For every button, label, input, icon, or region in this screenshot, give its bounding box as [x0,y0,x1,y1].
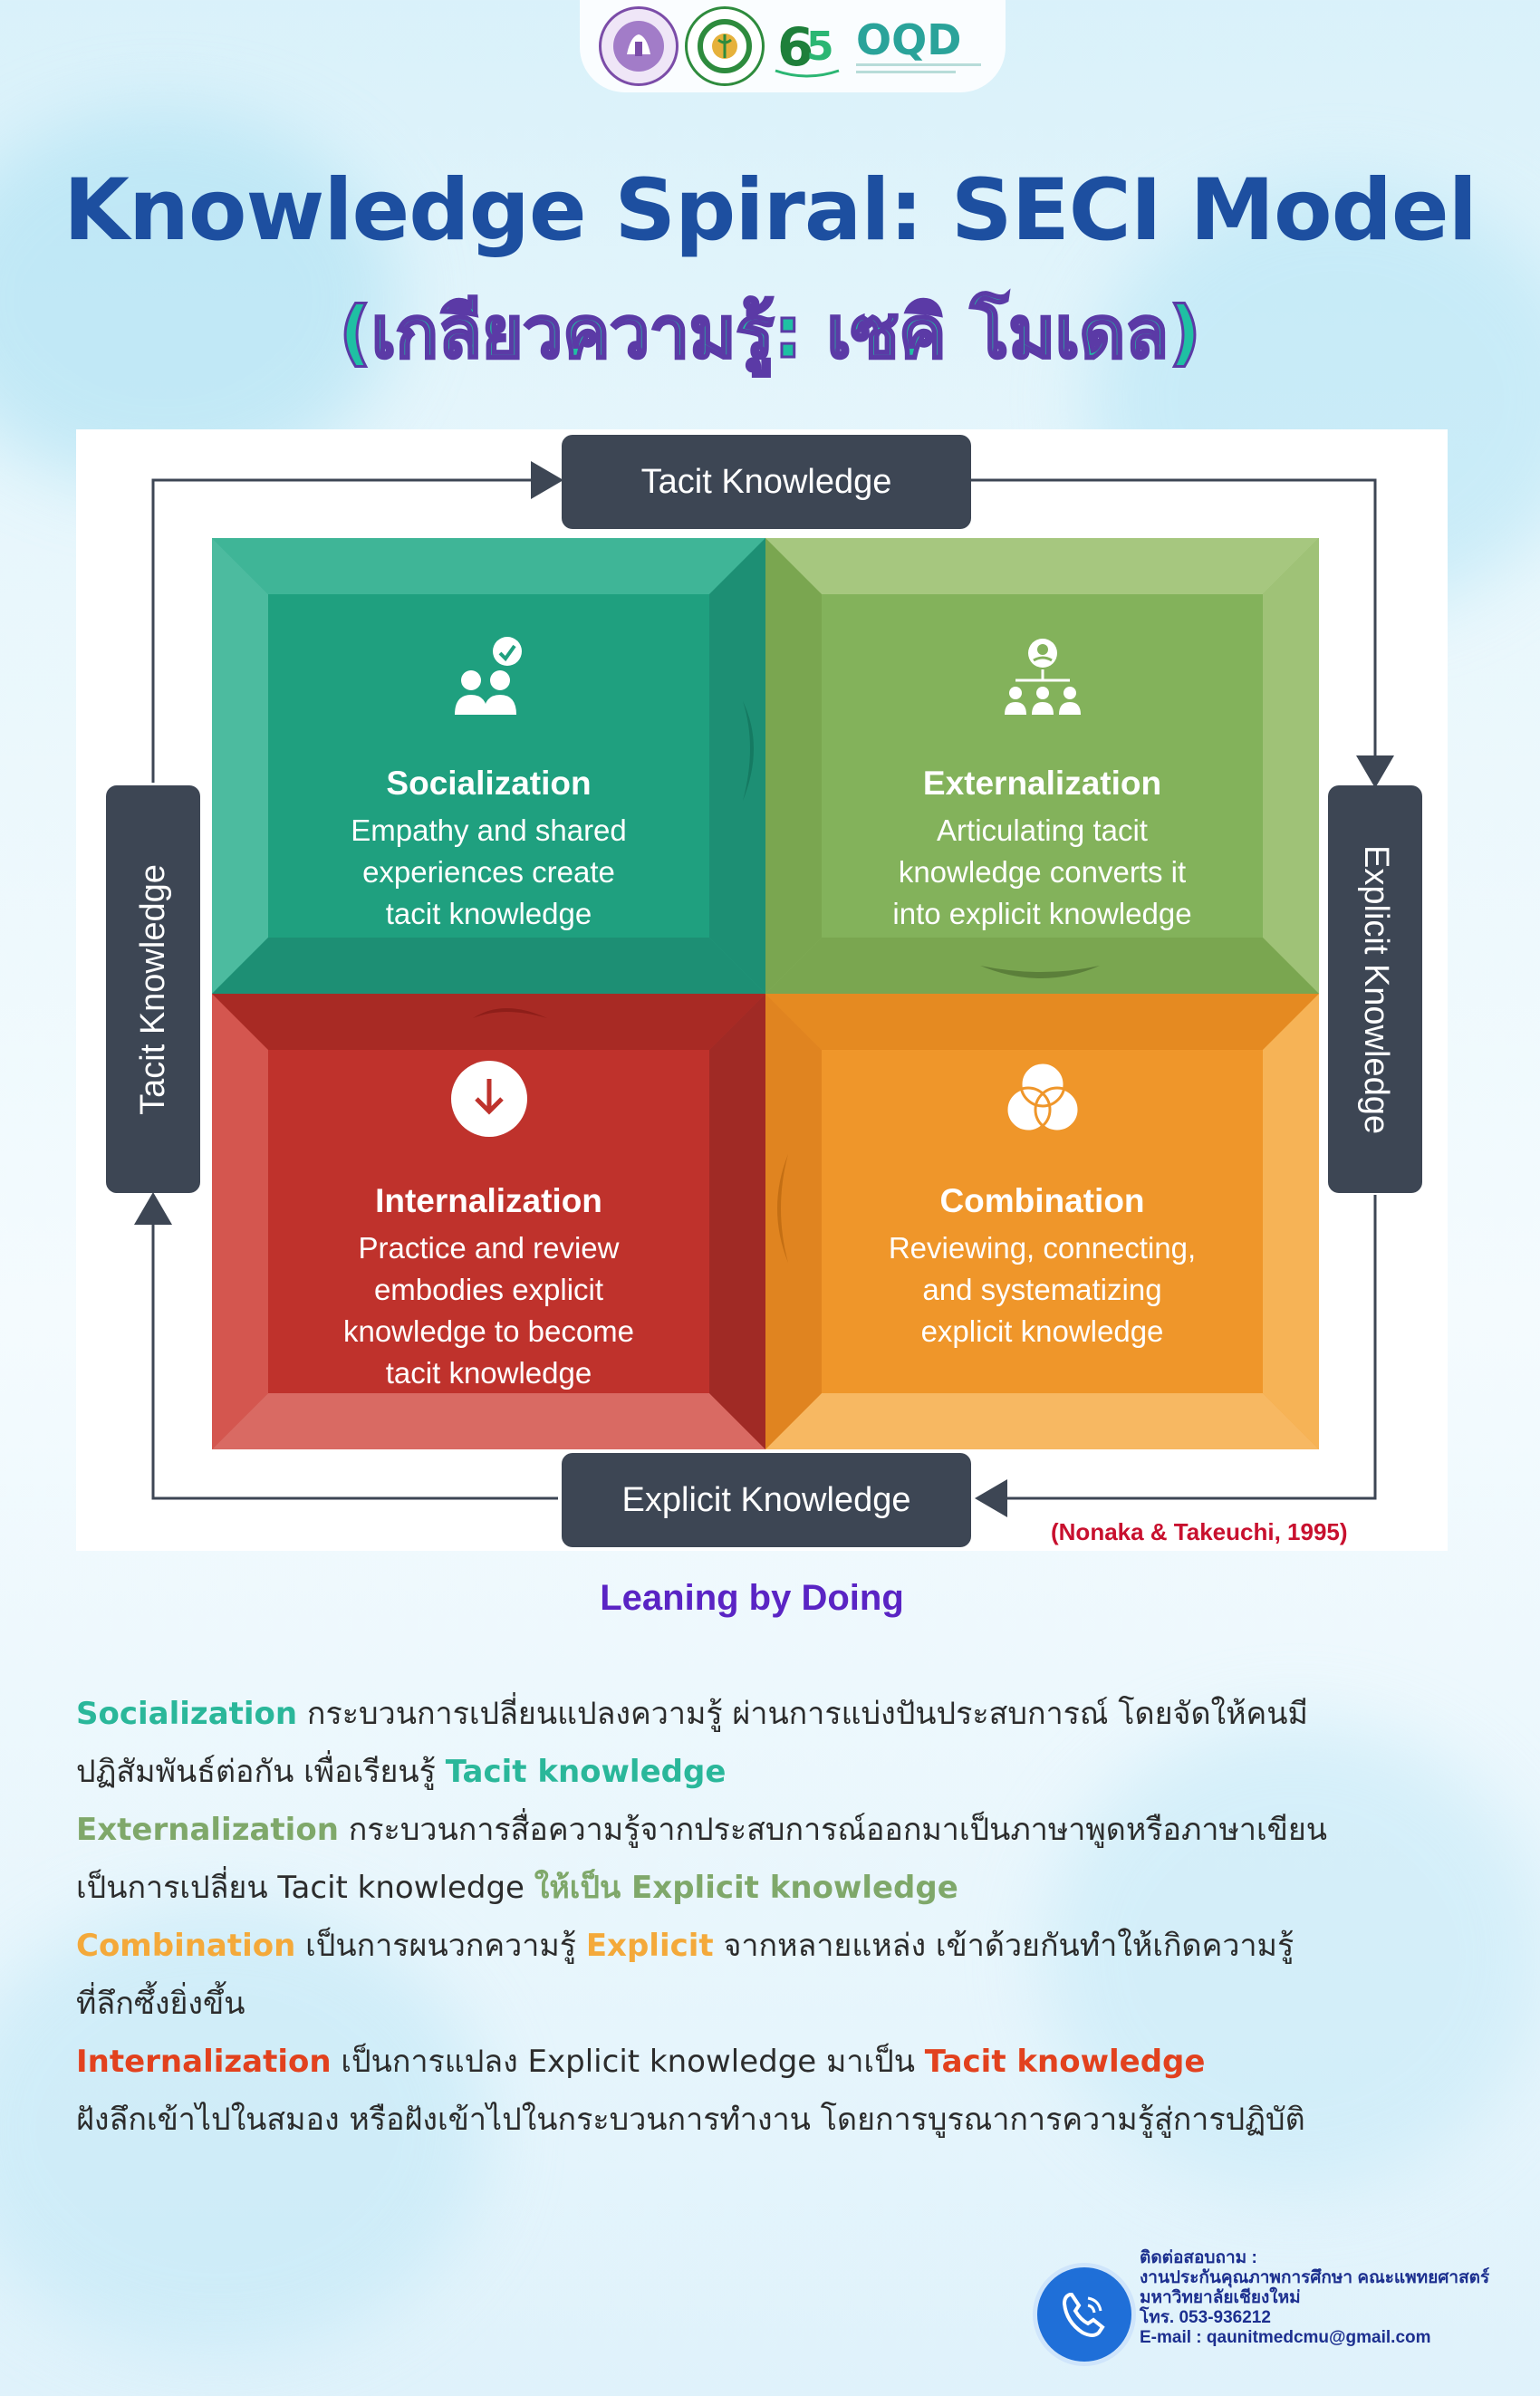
body-text-span: ฝังลึกเข้าไปในสมอง หรือฝังเข้าไปในกระบวน… [76,2102,1305,2138]
term-tacit-knowledge: Tacit knowledge [924,2044,1206,2080]
people-chat-icon [454,637,522,715]
quadrant-desc-line: and systematizing [922,1273,1162,1306]
org-chart-icon [1004,639,1081,715]
quadrant-externalization: Externalization Articulating tacit knowle… [765,538,1319,994]
quadrant-socialization: Socialization Empathy and shared experien… [212,538,765,994]
combination-text: Combination Reviewing, connecting, and sy… [765,1182,1319,1352]
faculty-of-medicine-seal-icon [684,6,765,86]
quadrant-title: Socialization [386,765,592,802]
svg-text:5: 5 [806,24,834,70]
socialization-icon-wrap [212,633,765,728]
quadrant-desc-line: into explicit knowledge [892,897,1192,930]
body-text-span: เป็นการเปลี่ยน Tacit knowledge [76,1870,534,1906]
seci-explanations: Socialization กระบวนการเปลี่ยนแปลงความรู… [76,1685,1471,2149]
quadrant-desc-line: Articulating tacit [937,813,1148,847]
quadrant-title: Combination [939,1182,1145,1219]
combination-line-2: ที่ลึกซึ้งยิ่งขึ้น [76,1975,1471,2033]
quadrant-desc-line: knowledge to become [342,1314,635,1348]
page-subtitle: (เกลียวความรู้: เซคิ โมเดล) [338,292,1202,376]
externalization-icon-wrap [765,633,1319,728]
background-cloud [0,109,399,489]
internalization-line-2: ฝังลึกเข้าไปในสมอง หรือฝังเข้าไปในกระบวน… [76,2091,1471,2149]
quadrant-desc-line: Reviewing, connecting, [888,1231,1197,1265]
socialization-line-1: Socialization กระบวนการเปลี่ยนแปลงความรู… [76,1685,1471,1743]
internalization-icon-wrap [212,1054,765,1149]
externalization-text: Externalization Articulating tacit knowle… [765,765,1319,935]
quadrant-desc-line: explicit knowledge [920,1314,1164,1348]
body-text-span: กระบวนการสื่อความรู้จากประสบการณ์ออกมาเป… [338,1812,1327,1848]
combination-line-1: Combination เป็นการผนวกความรู้ Explicit … [76,1917,1471,1975]
contact-email[interactable]: E-mail : qaunitmedcmu@gmail.com [1140,2328,1431,2347]
contact-heading: ติดต่อสอบถาม : [1140,2248,1257,2267]
contact-info: ติดต่อสอบถาม : งานประกันคุณภาพการศึกษา ค… [1140,2248,1489,2348]
quadrant-internalization: Internalization Practice and review embod… [212,994,765,1449]
download-circle-icon [450,1061,527,1137]
seci-diagram: Tacit Knowledge Explicit Knowledge Tacit… [76,429,1448,1551]
combination-icon-wrap [765,1054,1319,1149]
quadrant-desc-line: experiences create [362,855,615,889]
page-title: Knowledge Spiral: SECI Model [63,161,1477,260]
contact-university: มหาวิทยาลัยเชียงใหม่ [1140,2288,1301,2307]
body-text-span: ปฏิสัมพันธ์ต่อกัน เพื่อเรียนรู้ [76,1754,446,1790]
svg-text:6: 6 [777,16,813,78]
right-axis-label: Explicit Knowledge [1328,785,1422,1193]
externalization-line-1: Externalization กระบวนการสื่อความรู้จากป… [76,1801,1471,1859]
background-cloud [1042,1721,1540,2192]
svg-text:OQD: OQD [856,15,961,64]
oqd-logo: OQD [851,9,987,83]
socialization-line-2: ปฏิสัมพันธ์ต่อกัน เพื่อเรียนรู้ Tacit kn… [76,1743,1471,1801]
internalization-text: Internalization Practice and review embod… [212,1182,765,1394]
university-seal-icon [599,6,679,86]
term-explicit-knowledge: ให้เป็น Explicit knowledge [534,1870,958,1906]
body-text-span: เป็นการผนวกความรู้ [295,1928,586,1964]
quadrant-title: Internalization [375,1182,602,1219]
term-externalization: Externalization [76,1812,339,1848]
term-internalization: Internalization [76,2044,332,2080]
spiral-arrows [134,461,1394,1517]
body-text-span: ที่ลึกซึ้งยิ่งขึ้น [76,1986,245,2022]
quadrant-desc-line: embodies explicit [373,1273,604,1306]
term-socialization: Socialization [76,1696,298,1732]
top-axis-label: Tacit Knowledge [562,435,971,529]
quadrant-desc-line: tacit knowledge [385,897,592,930]
body-text-span: กระบวนการเปลี่ยนแปลงความรู้ ผ่านการแบ่งป… [297,1696,1308,1732]
socialization-text: Socialization Empathy and shared experien… [212,765,765,935]
background-cloud [0,1902,489,2355]
body-text-span: เป็นการแปลง Explicit knowledge มาเป็น [331,2044,925,2080]
internalization-line-1: Internalization เป็นการแปลง Explicit kno… [76,2033,1471,2091]
overlap-circles-icon [1005,1061,1080,1133]
term-tacit-knowledge: Tacit knowledge [445,1754,727,1790]
quadrant-desc-line: tacit knowledge [385,1356,592,1390]
quadrant-desc-line: knowledge converts it [898,855,1187,889]
quadrant-title: Externalization [922,765,1162,802]
contact-department: งานประกันคุณภาพการศึกษา คณะแพทยศาสตร์ [1140,2268,1490,2287]
term-explicit: Explicit [585,1928,714,1964]
externalization-line-2: เป็นการเปลี่ยน Tacit knowledge ให้เป็น E… [76,1859,1471,1917]
motto: Leaning by Doing [600,1578,904,1618]
quadrant-combination: Combination Reviewing, connecting, and sy… [765,994,1319,1449]
phone-icon [1033,2263,1136,2366]
quadrant-desc-line: Empathy and shared [351,813,627,847]
term-combination: Combination [76,1928,296,1964]
left-axis-label: Tacit Knowledge [106,785,200,1193]
contact-phone: โทร. 053-936212 [1140,2308,1271,2327]
bottom-axis-label: Explicit Knowledge [562,1453,971,1547]
citation: (Nonaka & Takeuchi, 1995) [1051,1518,1348,1545]
body-text-span: จากหลายแหล่ง เข้าด้วยกันทำให้เกิดความรู้ [713,1928,1295,1964]
quadrant-desc-line: Practice and review [358,1231,620,1265]
